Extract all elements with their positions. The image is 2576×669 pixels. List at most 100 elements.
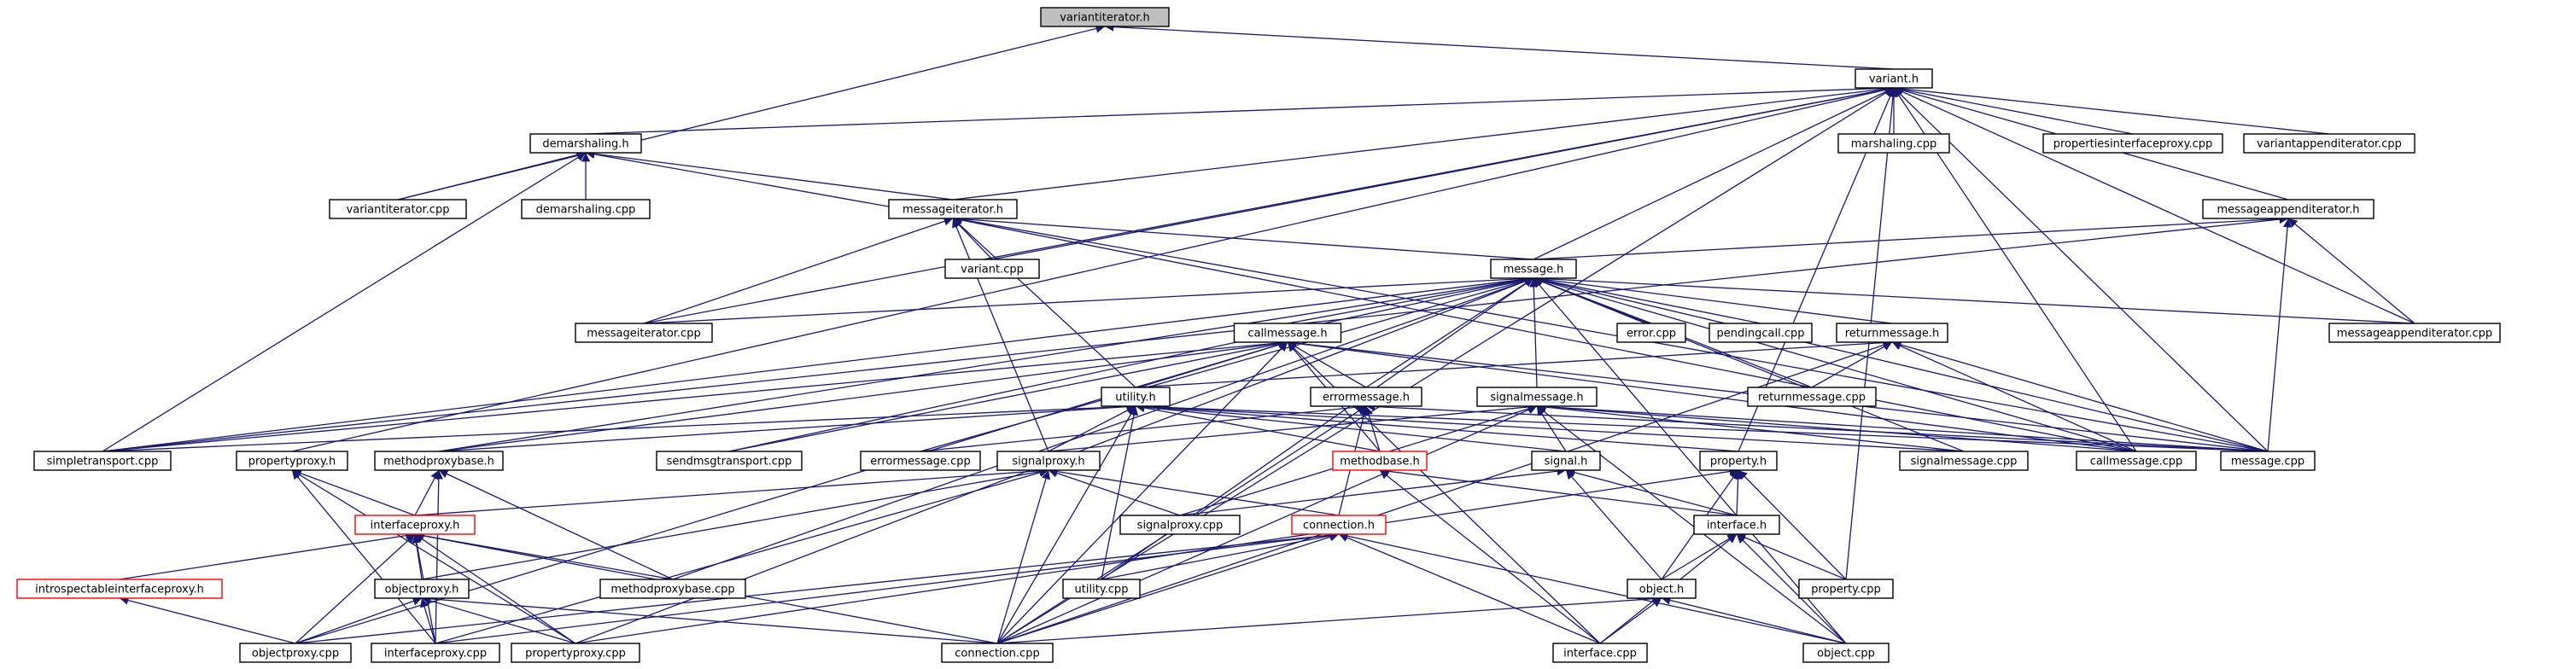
node-label: signal.h: [1545, 456, 1588, 468]
node-objectproxy-h[interactable]: objectproxy.h: [374, 579, 470, 599]
edge-object_cpp-to-signalmessage_h: [1536, 405, 1847, 644]
node-property-h[interactable]: property.h: [1699, 451, 1778, 471]
node-propertiesinterfaceproxy-cpp[interactable]: propertiesinterfaceproxy.cpp: [2042, 133, 2223, 154]
node-simpletransport-cpp[interactable]: simpletransport.cpp: [33, 451, 172, 471]
node-box: [236, 451, 348, 471]
node-box: [1798, 579, 1894, 599]
edge-connection_cpp-to-returnmessage_h: [996, 340, 1893, 644]
node-errormessage-cpp[interactable]: errormessage.cpp: [860, 451, 981, 471]
node-messageappenditerator-cpp[interactable]: messageappenditerator.cpp: [2328, 323, 2501, 343]
node-signalproxy-h[interactable]: signalproxy.h: [996, 451, 1101, 471]
edge-message_cpp-to-utility_h: [1135, 402, 2269, 452]
edge-methodproxybase_h-to-message_h: [438, 275, 1534, 452]
edge-message_h-to-variant_h: [1533, 87, 1895, 260]
node-callmessage-h[interactable]: callmessage.h: [1233, 323, 1342, 343]
node-label: variantiterator.h: [1060, 12, 1150, 25]
node-returnmessage-h[interactable]: returnmessage.h: [1836, 323, 1948, 343]
node-propertyproxy-h[interactable]: propertyproxy.h: [236, 451, 348, 471]
edge-methodproxybase_cpp-to-methodproxybase_h: [438, 469, 674, 580]
node-connection-cpp[interactable]: connection.cpp: [941, 643, 1054, 663]
edge-objectproxy_cpp-to-introspectableinterfaceproxy_h: [119, 596, 296, 644]
node-error-cpp[interactable]: error.cpp: [1616, 323, 1686, 343]
edge-pendingcall_cpp-to-message_h: [1533, 275, 1761, 324]
node-signalmessage-cpp[interactable]: signalmessage.cpp: [1899, 451, 2029, 471]
edge-messageiterator_h-to-variant_h: [952, 84, 1895, 201]
node-interface-cpp[interactable]: interface.cpp: [1552, 643, 1648, 663]
node-label: interface.h: [1707, 520, 1767, 532]
edge-message_h-to-messageappenditerator_h: [1533, 214, 2289, 260]
node-label: property.cpp: [1811, 584, 1881, 596]
node-message-h[interactable]: message.h: [1490, 259, 1577, 279]
node-box: [944, 259, 1040, 279]
node-objectproxy-cpp[interactable]: objectproxy.cpp: [239, 643, 352, 663]
edge-signalproxy_h-to-messageiterator_h: [952, 218, 1049, 452]
node-messageiterator-cpp[interactable]: messageiterator.cpp: [575, 323, 713, 343]
node-messageiterator-h[interactable]: messageiterator.h: [888, 199, 1018, 219]
node-box: [511, 643, 640, 663]
node-methodproxybase-h[interactable]: methodproxybase.h: [374, 451, 504, 471]
node-utility-h[interactable]: utility.h: [1101, 387, 1171, 407]
node-errormessage-h[interactable]: errormessage.h: [1310, 387, 1422, 407]
edge-signalmessage_cpp-to-utility_h: [1135, 402, 1965, 452]
node-box: [2202, 199, 2374, 219]
edge-callmessage_cpp-to-returnmessage_h: [1891, 341, 2137, 452]
node-label: utility.h: [1115, 392, 1155, 404]
node-variant-cpp[interactable]: variant.cpp: [944, 259, 1040, 279]
node-label: demarshaling.h: [542, 138, 628, 151]
edge-connection_h-to-signalproxy_h: [1048, 467, 1340, 516]
edge-signalmessage_cpp-to-message_h: [1533, 277, 1965, 452]
node-box: [1476, 387, 1598, 407]
edge-object_h-to-signal_h: [1565, 469, 1662, 580]
node-box: [1699, 451, 1778, 471]
node-label: connection.h: [1303, 520, 1375, 532]
node-signalmessage-h[interactable]: signalmessage.h: [1476, 387, 1598, 407]
node-methodproxybase-cpp[interactable]: methodproxybase.cpp: [599, 579, 746, 599]
node-interfaceproxy-h[interactable]: interfaceproxy.h: [354, 515, 476, 535]
node-signal-h[interactable]: signal.h: [1531, 451, 1601, 471]
node-callmessage-cpp[interactable]: callmessage.cpp: [2076, 451, 2197, 471]
node-label: variantappenditerator.cpp: [2257, 138, 2402, 151]
edge-object_cpp-to-interface_h: [1736, 533, 1847, 644]
edge-interface_h-to-property_h: [1733, 469, 1743, 516]
node-box: [354, 515, 476, 535]
edge-messageiterator_cpp-to-variant_h: [643, 84, 1895, 324]
node-label: object.h: [1639, 584, 1684, 596]
node-sendmsgtransport-cpp[interactable]: sendmsgtransport.cpp: [656, 451, 803, 471]
node-introspectableinterfaceproxy-h[interactable]: introspectableinterfaceproxy.h: [16, 579, 223, 599]
edge-simpletransport_cpp-to-message_h: [102, 275, 1534, 452]
node-marshaling-cpp[interactable]: marshaling.cpp: [1837, 133, 1950, 154]
node-label: objectproxy.h: [385, 584, 459, 596]
node-label: methodbase.h: [1340, 456, 1420, 468]
node-propertyproxy-cpp[interactable]: propertyproxy.cpp: [511, 643, 640, 663]
node-signalproxy-cpp[interactable]: signalproxy.cpp: [1119, 515, 1241, 535]
edge-errormessage_h-to-message_h: [1365, 277, 1534, 388]
node-demarshaling-cpp[interactable]: demarshaling.cpp: [521, 199, 651, 219]
node-box: [1062, 579, 1141, 599]
node-messageappenditerator-h[interactable]: messageappenditerator.h: [2202, 199, 2374, 219]
edge-signalproxy_h-to-utility_h: [1048, 405, 1136, 452]
node-variantappenditerator-cpp[interactable]: variantappenditerator.cpp: [2243, 133, 2415, 154]
node-variantiterator-h[interactable]: variantiterator.h: [1040, 7, 1170, 27]
node-interfaceproxy-cpp[interactable]: interfaceproxy.cpp: [371, 643, 500, 663]
node-returnmessage-cpp[interactable]: returnmessage.cpp: [1747, 387, 1877, 407]
node-object-cpp[interactable]: object.cpp: [1802, 643, 1890, 663]
node-variant-h[interactable]: variant.h: [1855, 68, 1933, 89]
node-box: [1709, 323, 1813, 343]
edge-callmessage_cpp-to-signalmessage_h: [1536, 402, 2137, 452]
edge-messageiterator_h-to-demarshaling_h: [585, 149, 954, 201]
edge-objectproxy_h-to-signalproxy_h: [421, 467, 1049, 580]
node-variantiterator-cpp[interactable]: variantiterator.cpp: [329, 199, 467, 219]
node-object-h[interactable]: object.h: [1627, 579, 1697, 599]
node-methodbase-h[interactable]: methodbase.h: [1332, 451, 1428, 471]
node-label: interface.cpp: [1563, 648, 1637, 660]
node-demarshaling-h[interactable]: demarshaling.h: [529, 133, 642, 154]
node-property-cpp[interactable]: property.cpp: [1798, 579, 1894, 599]
node-interface-h[interactable]: interface.h: [1693, 515, 1780, 535]
node-connection-h[interactable]: connection.h: [1291, 515, 1387, 535]
node-message-cpp[interactable]: message.cpp: [2220, 451, 2316, 471]
node-box: [1747, 387, 1877, 407]
node-utility-cpp[interactable]: utility.cpp: [1062, 579, 1141, 599]
edge-message_cpp-to-signalmessage_h: [1536, 402, 2269, 452]
node-pendingcall-cpp[interactable]: pendingcall.cpp: [1709, 323, 1813, 343]
node-label: signalmessage.cpp: [1911, 456, 2018, 468]
